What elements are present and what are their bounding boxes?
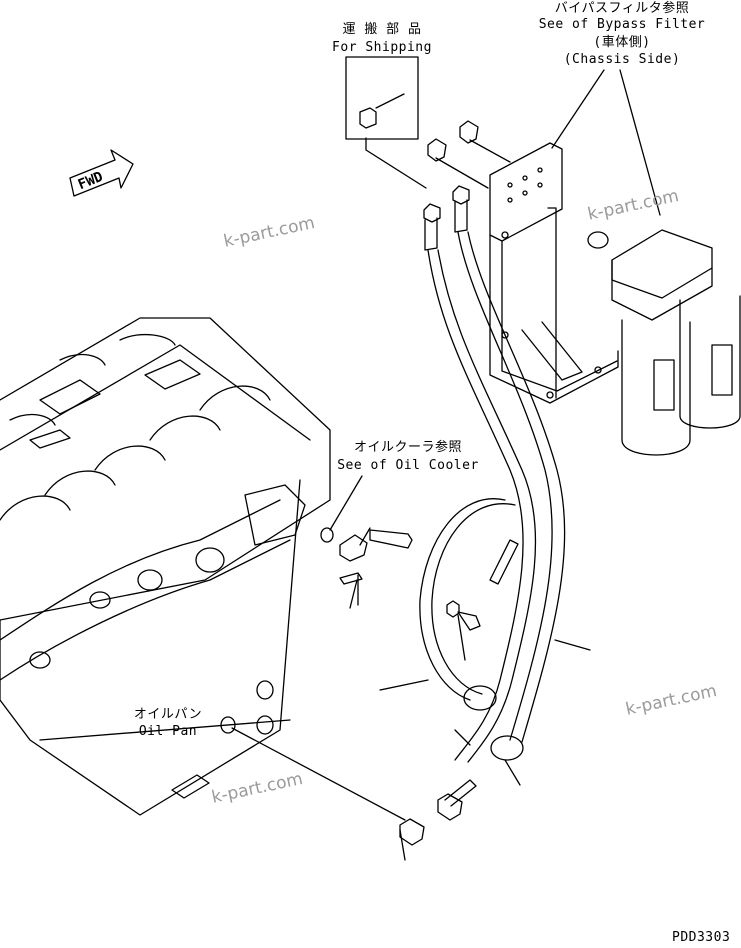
hose-clamps [463,685,524,761]
hose-fittings-top [423,120,511,251]
shipping-label-jp: 運 搬 部 品 [342,22,422,37]
drawing-code: PDD3303 [672,930,731,945]
fwd-arrow [69,149,134,197]
oilpan-label-jp: オイルパン [133,707,203,722]
shipping-label-en: For Shipping [332,40,432,55]
oilcooler-label-jp: オイルクーラ参照 [353,440,463,455]
lower-fittings [231,727,477,846]
oil-hoses [419,231,566,763]
shipping-box [345,56,427,189]
engine-block [0,317,331,816]
bypass-filter [587,229,741,456]
chassis-label-en: (Chassis Side) [563,52,681,67]
bypass-label-jp: バイパスフィルタ参照 [554,1,690,16]
leader-lines [329,69,661,861]
bypass-label-en: See of Bypass Filter [538,17,706,32]
oilcooler-label-en: See of Oil Cooler [337,458,479,473]
oil-cooler-parts [320,527,481,631]
chassis-label-jp: (車体側) [593,35,651,50]
oilpan-label-en: Oil Pan [138,724,198,739]
bracket [489,142,619,404]
